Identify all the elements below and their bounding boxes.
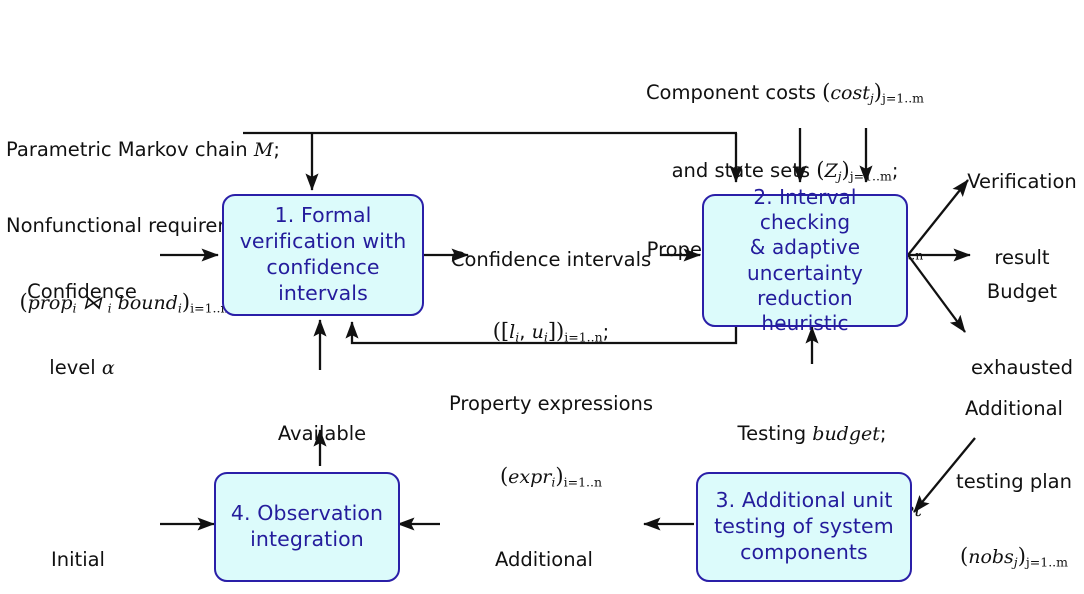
label-ci-line1: Confidence intervals [450,247,652,271]
label-testing-plan-line1: Additional [965,396,1063,420]
label-initial-line1: Initial [51,547,105,571]
label-parametric-markov-chain: Parametric Markov chain M; [6,137,280,161]
edge-testing-plan-to-node3 [913,437,976,513]
label-nobs-tuple: (nobsj)j=1..m [960,544,1068,570]
edge-feedback-node2-to-node1 [345,321,738,345]
node-2-label: 2. Interval checking & adaptive uncertai… [747,184,863,335]
edge-node2-testing-plan [907,254,966,333]
label-confidence-level: Confidence level α [10,228,154,431]
label-verification-result-line1: Verification [967,169,1077,193]
node-4-observation-integration[interactable]: 4. Observation integration [214,472,400,582]
edge-node2-verification-result [907,179,969,256]
label-initial-observations: Initial observations O0 [2,496,154,594]
node-2-interval-checking[interactable]: 2. Interval checking & adaptive uncertai… [702,185,908,335]
label-prop-bound-tuple: (propi ⋈ i boundi)i=1..n [19,290,229,316]
label-state-sets: and state sets (Zj)j=1..m; [671,158,899,184]
node-3-additional-unit-testing[interactable]: 3. Additional unit testing of system com… [696,472,912,582]
label-budget-exhausted-line2: exhausted [970,355,1074,379]
label-top-left-inputs: Parametric Markov chain M; Nonfunctional… [6,86,280,368]
label-component-costs: Component costs (costj)j=1..m [645,79,925,106]
label-confidence-level-line1: Confidence [27,279,137,303]
node-4-label: 4. Observation integration [230,501,384,551]
label-confidence-intervals: Confidence intervals ([li, ui])i=1..n; P… [440,200,662,537]
label-additional-observations: Additional observations O′ [444,496,644,594]
label-budget-exhausted: Budget exhausted [962,228,1082,431]
label-testing-budget-line1: Testing budget; [737,421,887,445]
label-expr-tuple: (expri)i=1..n [499,463,603,490]
label-property-expressions: Property expressions [448,392,654,416]
node-1-formal-verification[interactable]: 1. Formal verification with confidence i… [222,194,424,316]
label-verification-result: Verification result [962,118,1082,321]
label-testing-plan-line2: testing plan [956,469,1072,493]
label-ci-tuple: ([li, ui])i=1..n; [492,318,610,345]
node-1-label: 1. Formal verification with confidence i… [239,203,407,305]
label-verification-result-line2: result [994,245,1050,269]
label-available-line1: Available [277,421,367,445]
label-confidence-level-line2: level α [49,355,115,379]
label-budget-exhausted-line1: Budget [986,279,1058,303]
label-additional-obs-line1: Additional [495,547,593,571]
label-additional-testing-plan: Additional testing plan (nobsj)j=1..m [944,348,1084,594]
node-3-label: 3. Additional unit testing of system com… [714,488,894,564]
